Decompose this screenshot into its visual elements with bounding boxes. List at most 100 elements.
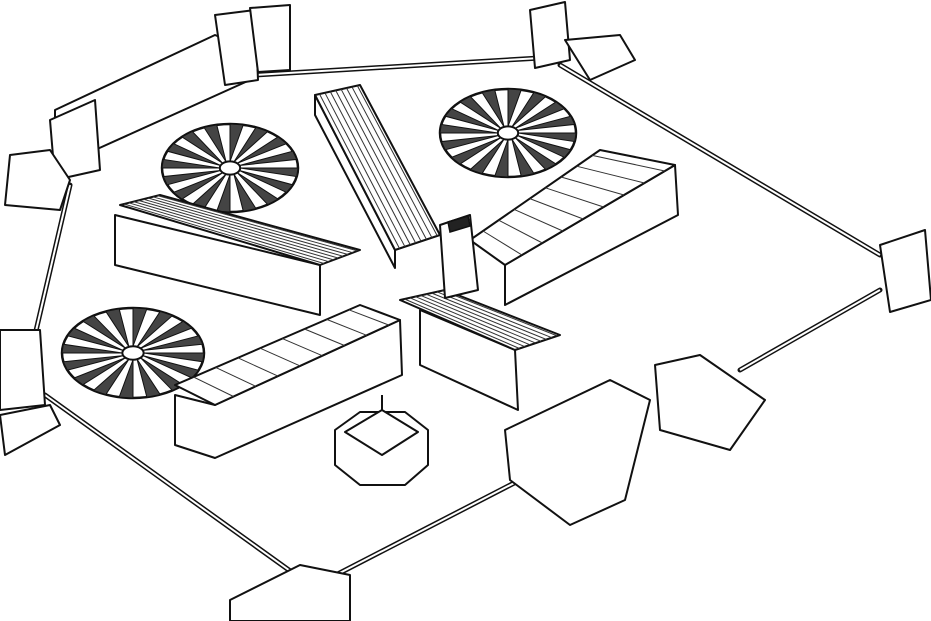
roof-hatch: [237, 357, 279, 377]
exercise-yard: [160, 122, 300, 214]
yard-spoke: [481, 89, 505, 128]
yard-spoke: [494, 139, 509, 178]
yard-spoke: [444, 107, 499, 131]
yard-center: [218, 160, 242, 176]
yard-spoke: [132, 307, 148, 347]
roof-hatch: [138, 199, 339, 259]
roof-hatch: [576, 165, 645, 184]
yard-spoke: [140, 320, 194, 349]
yard-spoke: [440, 135, 499, 151]
yard-spoke: [203, 124, 227, 163]
yard-spoke: [511, 138, 535, 177]
roof-hatch: [123, 203, 325, 264]
roof-hatch: [340, 88, 422, 242]
yard-spoke: [142, 335, 204, 351]
yard-spoke: [511, 91, 547, 128]
yard-spoke: [66, 327, 124, 351]
yard-spoke: [142, 355, 200, 379]
yard-spoke: [92, 358, 130, 396]
yard-spoke: [166, 142, 221, 166]
yard-spoke: [136, 358, 161, 398]
east-tower-building: [879, 229, 931, 313]
yard-spoke: [61, 343, 123, 354]
yard-center: [121, 345, 145, 361]
yard-spoke: [514, 137, 558, 171]
yard-spoke: [140, 357, 185, 392]
wing-roof: [174, 304, 401, 406]
roof-hatch: [498, 219, 543, 244]
yard-spoke: [233, 173, 257, 212]
yard-spoke: [236, 136, 288, 164]
yard-spoke: [72, 357, 126, 386]
roof-hatch: [482, 230, 523, 256]
roof-hatch: [282, 338, 323, 357]
yard-spoke: [180, 130, 224, 164]
yard-spoke: [517, 135, 572, 159]
roof-hatch: [324, 92, 406, 247]
roof-hatch: [348, 309, 390, 326]
roof-hatch: [409, 297, 526, 348]
yard-spoke: [62, 355, 124, 371]
roof-hatch: [128, 202, 329, 263]
roof-hatch: [152, 196, 353, 254]
yard-spoke: [517, 115, 576, 131]
roof-hatch: [356, 85, 438, 237]
yard-spoke: [143, 352, 205, 363]
yard-spoke: [518, 132, 577, 143]
yard-spoke: [469, 138, 505, 175]
wing-roof: [469, 149, 676, 266]
yard-spoke: [458, 95, 502, 129]
roof-hatch: [143, 198, 344, 257]
roof-hatch: [404, 298, 520, 349]
roof-hatch: [415, 296, 531, 346]
yard-spoke: [236, 172, 280, 206]
yard-spoke: [233, 126, 269, 163]
west-gate-building: [0, 149, 71, 456]
yard-spoke: [240, 167, 299, 178]
roof-hatch: [425, 293, 542, 342]
octagonal-building: [334, 395, 429, 486]
yard-spoke: [105, 308, 130, 348]
yard-spoke: [514, 101, 566, 129]
yard-spoke: [439, 123, 498, 134]
roof-hatch: [431, 292, 547, 340]
southwest-wing: [174, 304, 403, 459]
roof-hatch: [157, 195, 358, 252]
yard-spoke: [118, 359, 134, 399]
yard-spoke: [81, 314, 126, 349]
roof-hatch: [436, 291, 553, 339]
north-range-building: [49, 4, 291, 181]
northeast-tower: [529, 1, 636, 81]
wing-facade: [114, 214, 321, 316]
yard-center: [496, 125, 520, 141]
central-tower: [439, 214, 479, 299]
roof-hatch: [346, 87, 427, 240]
yard-spoke: [239, 170, 294, 194]
roof-hatch: [319, 93, 400, 249]
roof-hatch: [529, 198, 584, 220]
roof-hatch: [329, 91, 411, 246]
roof-hatch: [442, 290, 558, 337]
roof-hatch: [545, 187, 604, 208]
yard-spoke: [450, 137, 502, 165]
yard-spoke: [172, 172, 224, 200]
roof-hatch: [513, 208, 564, 232]
perimeter-wall: [32, 55, 883, 581]
roof-hatch: [592, 154, 665, 172]
west-wing: [114, 194, 361, 316]
exercise-yard: [60, 306, 206, 400]
south-gate-buildings: [229, 354, 766, 621]
roof-hatch: [326, 318, 367, 336]
roof-hatch: [259, 347, 301, 367]
exercise-yard: [438, 87, 578, 179]
roof-hatch: [193, 376, 234, 397]
yard-spoke: [162, 170, 221, 186]
roof-hatch: [147, 197, 349, 255]
southeast-wing: [399, 289, 561, 411]
roof-hatch: [335, 90, 417, 244]
roof-hatch: [560, 176, 625, 196]
roof-hatch: [420, 294, 536, 344]
roof-hatch: [351, 86, 433, 238]
yard-spoke: [507, 88, 522, 127]
